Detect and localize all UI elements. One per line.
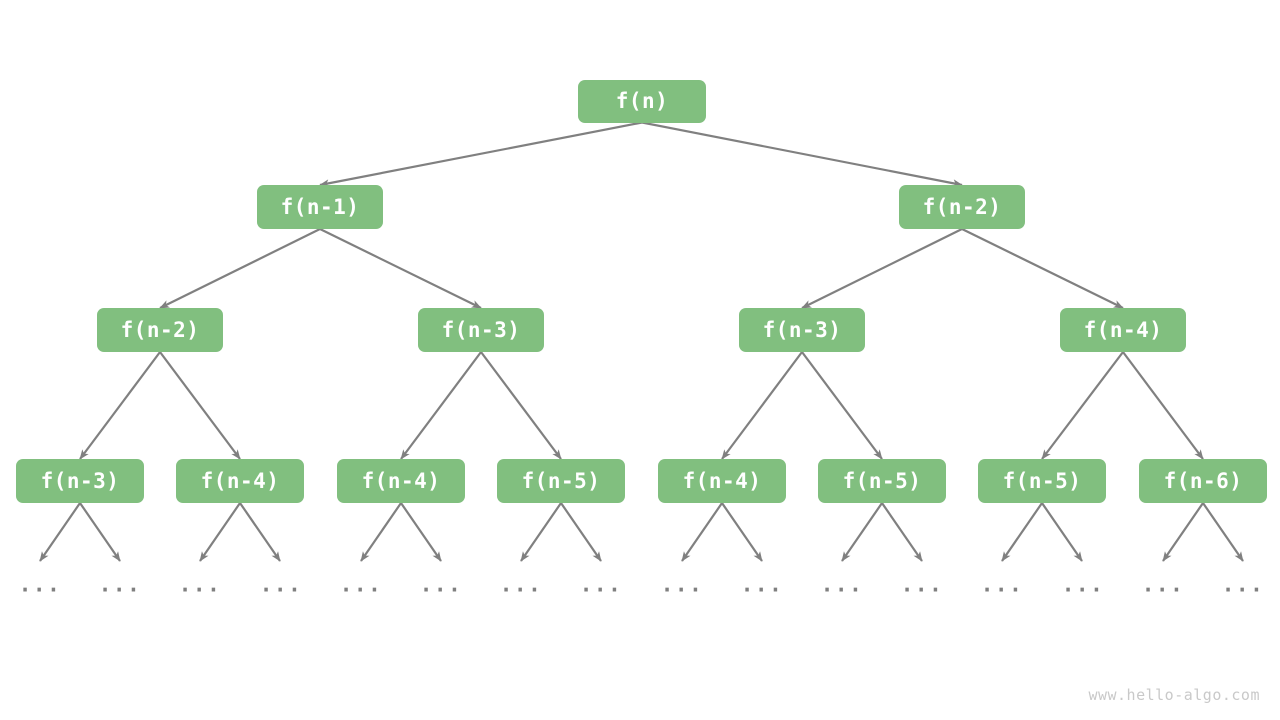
edge-n5-to-n11 [721, 351, 803, 460]
ellipsis-marker: ... [259, 572, 303, 597]
ellipsis-marker: ... [178, 572, 222, 597]
stub-edge-n13-13 [1041, 502, 1083, 562]
tree-stub-edges [39, 502, 1244, 562]
stub-edge-n9-5 [400, 502, 442, 562]
ellipsis-marker: ... [499, 572, 543, 597]
tree-node-n4[interactable]: f(n-3) [418, 308, 544, 352]
ellipsis-marker: ... [1141, 572, 1185, 597]
tree-node-n12[interactable]: f(n-5) [818, 459, 946, 503]
edge-n4-to-n9 [400, 351, 482, 460]
edge-n2-to-n6 [961, 228, 1124, 309]
tree-node-n3[interactable]: f(n-2) [97, 308, 223, 352]
tree-node-n14[interactable]: f(n-6) [1139, 459, 1267, 503]
tree-node-n13[interactable]: f(n-5) [978, 459, 1106, 503]
ellipsis-marker: ... [820, 572, 864, 597]
tree-edges [79, 121, 1204, 460]
edge-n0-to-n2 [641, 121, 963, 188]
ellipsis-marker: ... [339, 572, 383, 597]
stub-edge-n14-15 [1202, 502, 1244, 562]
tree-node-n9[interactable]: f(n-4) [337, 459, 465, 503]
stub-edge-n14-14 [1162, 502, 1204, 562]
stub-edge-n13-12 [1001, 502, 1043, 562]
stub-edge-n12-10 [841, 502, 883, 562]
edge-n3-to-n8 [159, 351, 241, 460]
edge-n4-to-n10 [480, 351, 562, 460]
tree-node-n8[interactable]: f(n-4) [176, 459, 304, 503]
edge-n6-to-n13 [1041, 351, 1124, 460]
edge-n5-to-n12 [801, 351, 883, 460]
edge-n2-to-n5 [801, 228, 963, 309]
stub-edge-n7-0 [39, 502, 81, 562]
stub-edge-n10-7 [560, 502, 602, 562]
stub-edge-n8-2 [199, 502, 241, 562]
stub-edge-n9-4 [360, 502, 402, 562]
stub-edge-n8-3 [239, 502, 281, 562]
tree-node-n10[interactable]: f(n-5) [497, 459, 625, 503]
ellipsis-marker: ... [18, 572, 62, 597]
tree-node-n5[interactable]: f(n-3) [739, 308, 865, 352]
watermark: www.hello-algo.com [1088, 686, 1260, 704]
edge-n3-to-n7 [79, 351, 161, 460]
ellipsis-marker: ... [900, 572, 944, 597]
ellipsis-marker: ... [1061, 572, 1105, 597]
tree-node-n0[interactable]: f(n) [578, 79, 706, 123]
stub-edge-n10-6 [520, 502, 562, 562]
edge-n6-to-n14 [1122, 351, 1204, 460]
ellipsis-marker: ... [419, 572, 463, 597]
ellipsis-marker: ... [1221, 572, 1265, 597]
tree-node-n2[interactable]: f(n-2) [899, 185, 1025, 229]
tree-node-n11[interactable]: f(n-4) [658, 459, 786, 503]
stub-edge-n12-11 [881, 502, 923, 562]
tree-node-n7[interactable]: f(n-3) [16, 459, 144, 503]
edge-n1-to-n4 [319, 228, 482, 309]
edge-n1-to-n3 [159, 228, 321, 309]
ellipsis-marker: ... [660, 572, 704, 597]
ellipsis-marker: ... [98, 572, 142, 597]
stub-edge-n7-1 [79, 502, 121, 562]
tree-node-n1[interactable]: f(n-1) [257, 185, 383, 229]
stub-edge-n11-8 [681, 502, 723, 562]
stub-edge-n11-9 [721, 502, 763, 562]
tree-node-n6[interactable]: f(n-4) [1060, 308, 1186, 352]
ellipsis-marker: ... [740, 572, 784, 597]
ellipsis-marker: ... [980, 572, 1024, 597]
ellipsis-marker: ... [579, 572, 623, 597]
edge-n0-to-n1 [319, 121, 643, 188]
